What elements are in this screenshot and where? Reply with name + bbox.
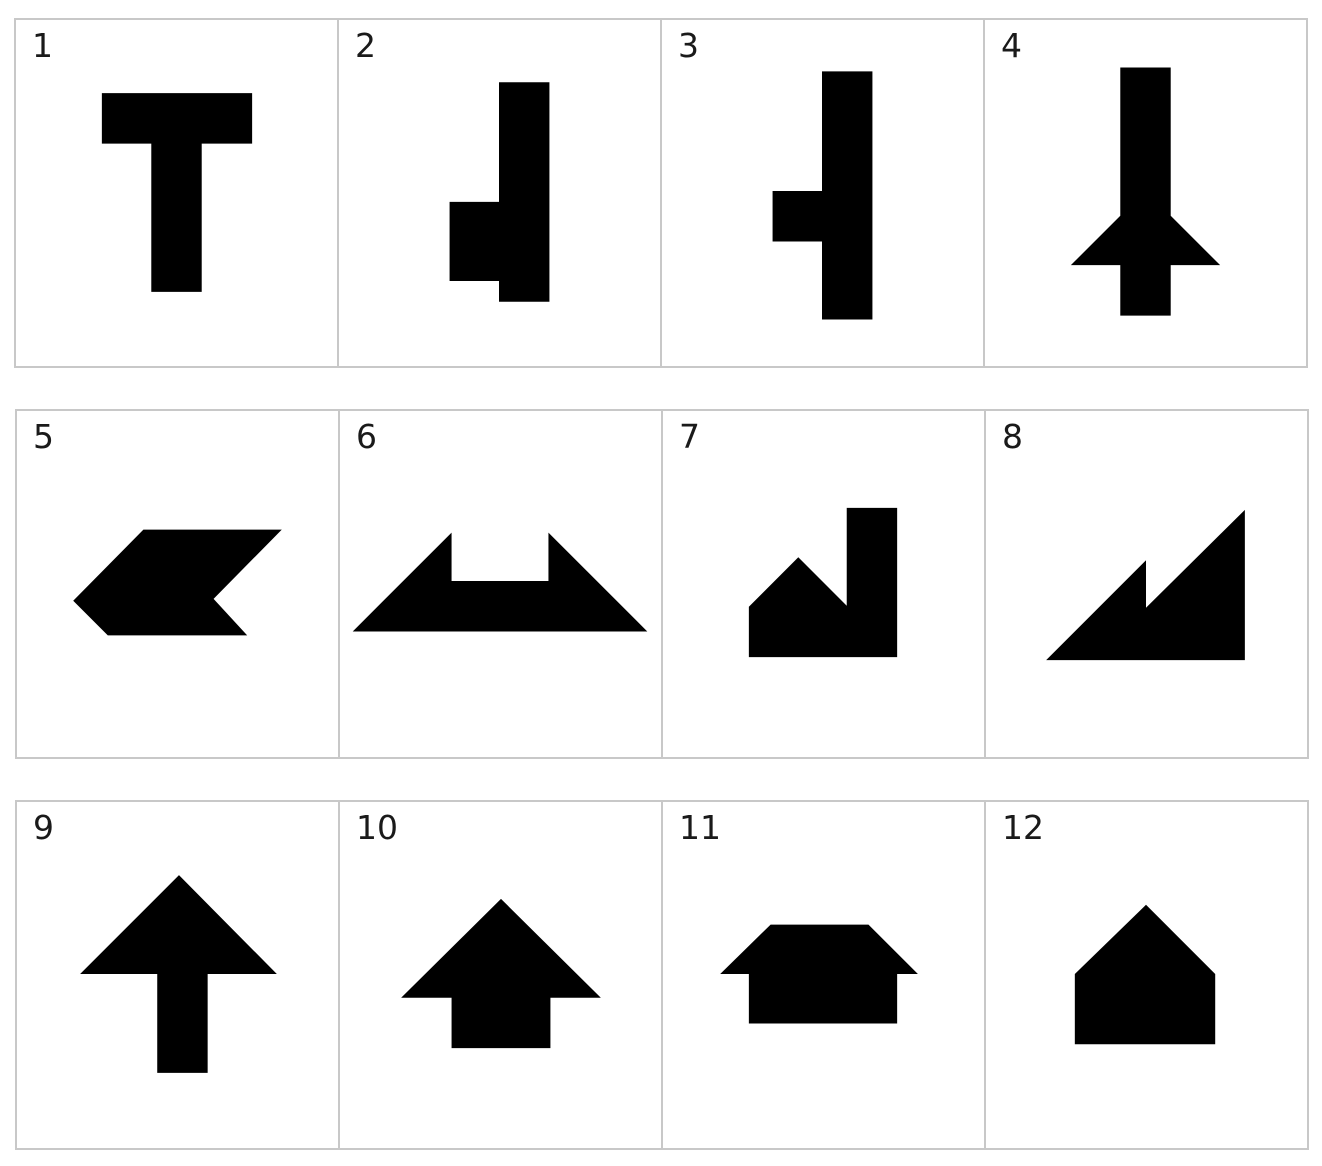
puzzle-cell-11: 11 [663, 802, 986, 1148]
cell-number: 1 [32, 26, 53, 65]
puzzle-cell-2: 2 [339, 20, 662, 366]
cell-number: 3 [678, 26, 699, 65]
cell-number: 2 [355, 26, 376, 65]
cell-number: 11 [679, 808, 721, 847]
puzzle-cell-3: 3 [662, 20, 985, 366]
puzzle-cell-10: 10 [340, 802, 663, 1148]
puzzle-cell-12: 12 [986, 802, 1307, 1148]
cell-number: 9 [33, 808, 54, 847]
sword-shape [1070, 67, 1221, 316]
house-arrow [401, 898, 601, 1049]
cell-number: 6 [356, 417, 377, 456]
puzzle-cell-7: 7 [663, 411, 986, 757]
cell-number: 5 [33, 417, 54, 456]
puzzle-row-1: 1 2 3 4 [14, 18, 1308, 368]
cell-number: 12 [1002, 808, 1044, 847]
puzzle-cell-4: 4 [985, 20, 1306, 366]
arrow-up [80, 875, 277, 1073]
puzzle-row-2: 5 6 7 8 [15, 409, 1309, 759]
arrow-chevron-left [73, 529, 282, 636]
hat-shape [720, 924, 918, 1024]
bar-with-left-block [449, 82, 550, 302]
double-triangle [1046, 509, 1245, 661]
cell-number: 4 [1001, 26, 1022, 65]
puzzle-row-3: 9 10 11 12 [15, 800, 1309, 1150]
puzzle-cell-9: 9 [17, 802, 340, 1148]
boat-shape [352, 532, 648, 632]
t-shape [101, 93, 253, 292]
bar-with-left-tab [772, 71, 873, 320]
puzzle-cell-1: 1 [16, 20, 339, 366]
puzzle-cell-5: 5 [17, 411, 340, 757]
cell-number: 7 [679, 417, 700, 456]
puzzle-cell-6: 6 [340, 411, 663, 757]
cell-number: 10 [356, 808, 398, 847]
house-with-chimney [748, 507, 898, 658]
cell-number: 8 [1002, 417, 1023, 456]
puzzle-cell-8: 8 [986, 411, 1307, 757]
house-pentagon [1074, 904, 1216, 1045]
